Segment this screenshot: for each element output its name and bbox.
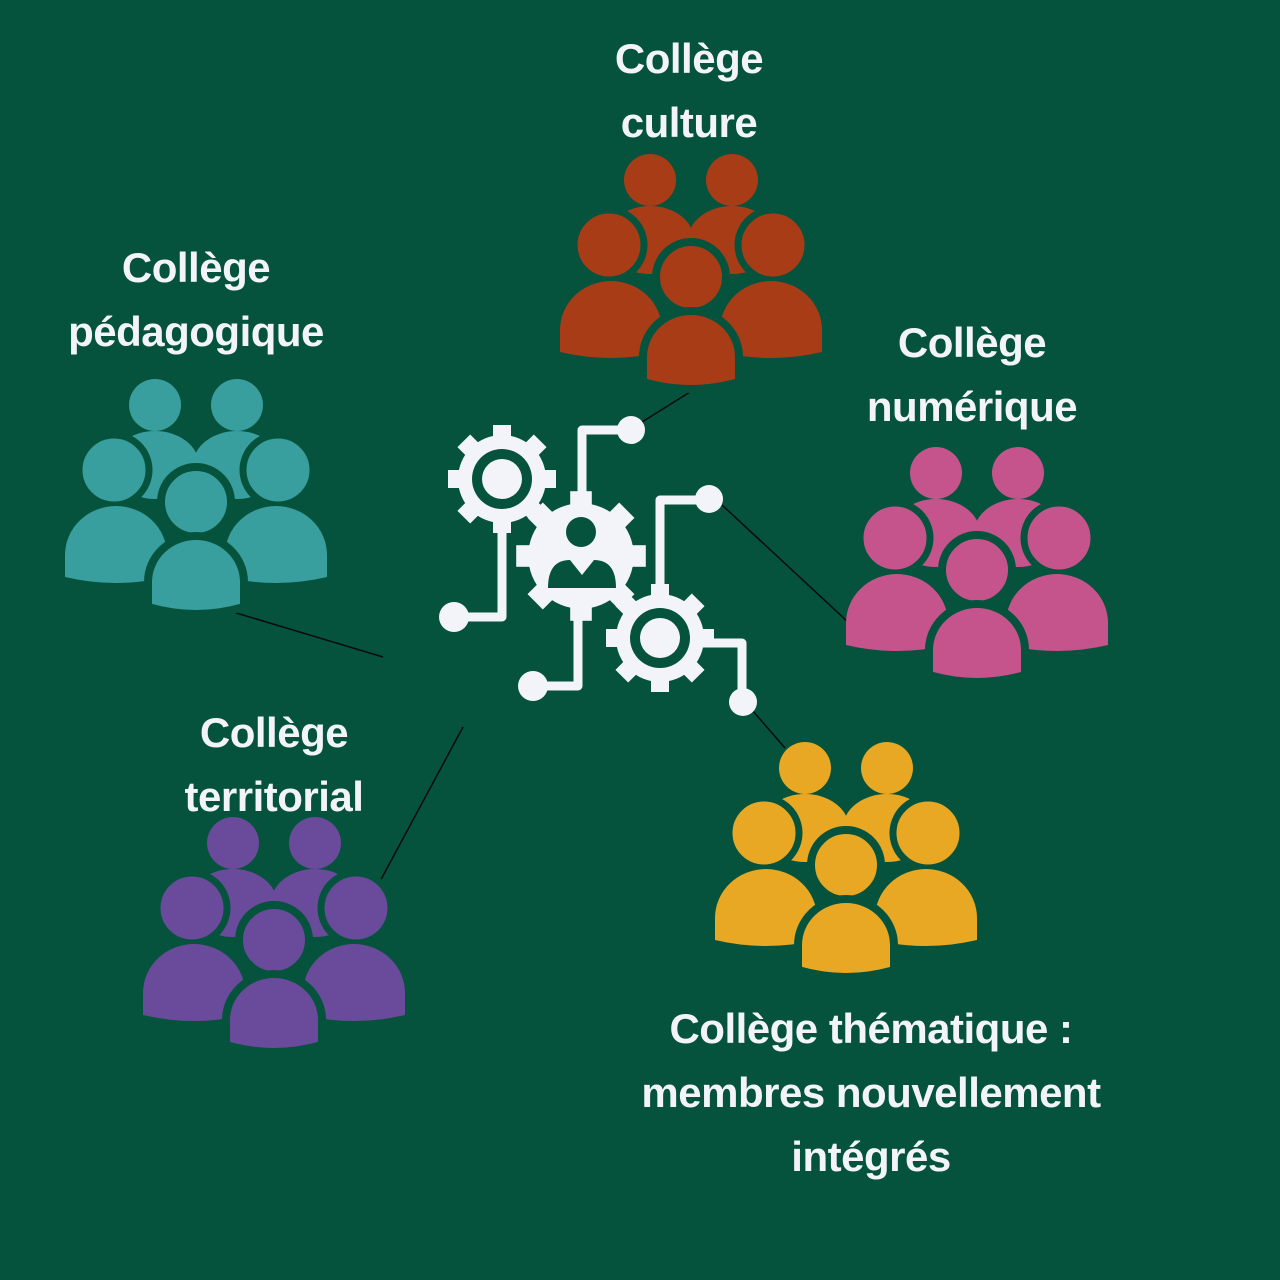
connector-pedagogique	[232, 611, 384, 658]
label-line: intégrés	[791, 1133, 951, 1180]
people-group-icon-numerique	[846, 447, 1108, 682]
people-group-icon-territorial	[143, 817, 405, 1052]
label-college-numerique: Collège numérique	[866, 311, 1078, 439]
label-line: numérique	[866, 383, 1078, 430]
connector-lines	[232, 391, 849, 886]
label-college-territorial: Collège territorial	[185, 701, 364, 829]
label-line: Collège	[121, 244, 271, 291]
label-line: Collège	[199, 709, 349, 756]
label-college-culture: Collège culture	[614, 27, 764, 155]
label-line: Collège	[614, 35, 764, 82]
connector-territorial	[377, 726, 464, 886]
connector-culture	[641, 391, 691, 423]
label-line: territorial	[184, 773, 364, 820]
label-college-thematique: Collège thématique : membres nouvellemen…	[641, 997, 1101, 1189]
people-group-icon-culture	[560, 154, 822, 389]
label-line: culture	[620, 99, 758, 146]
connector-numerique	[721, 504, 849, 623]
label-line: Collège	[897, 319, 1047, 366]
connector-thematique	[751, 709, 786, 749]
people-group-icon-thematique	[715, 742, 977, 977]
label-line: Collège thématique :	[669, 1005, 1073, 1052]
label-line: membres nouvellement	[641, 1069, 1101, 1116]
people-group-icon-pedagogique	[65, 379, 327, 614]
label-college-pedagogique: Collège pédagogique	[68, 236, 324, 364]
gears-network-person-icon	[439, 416, 757, 716]
label-line: pédagogique	[68, 308, 324, 355]
